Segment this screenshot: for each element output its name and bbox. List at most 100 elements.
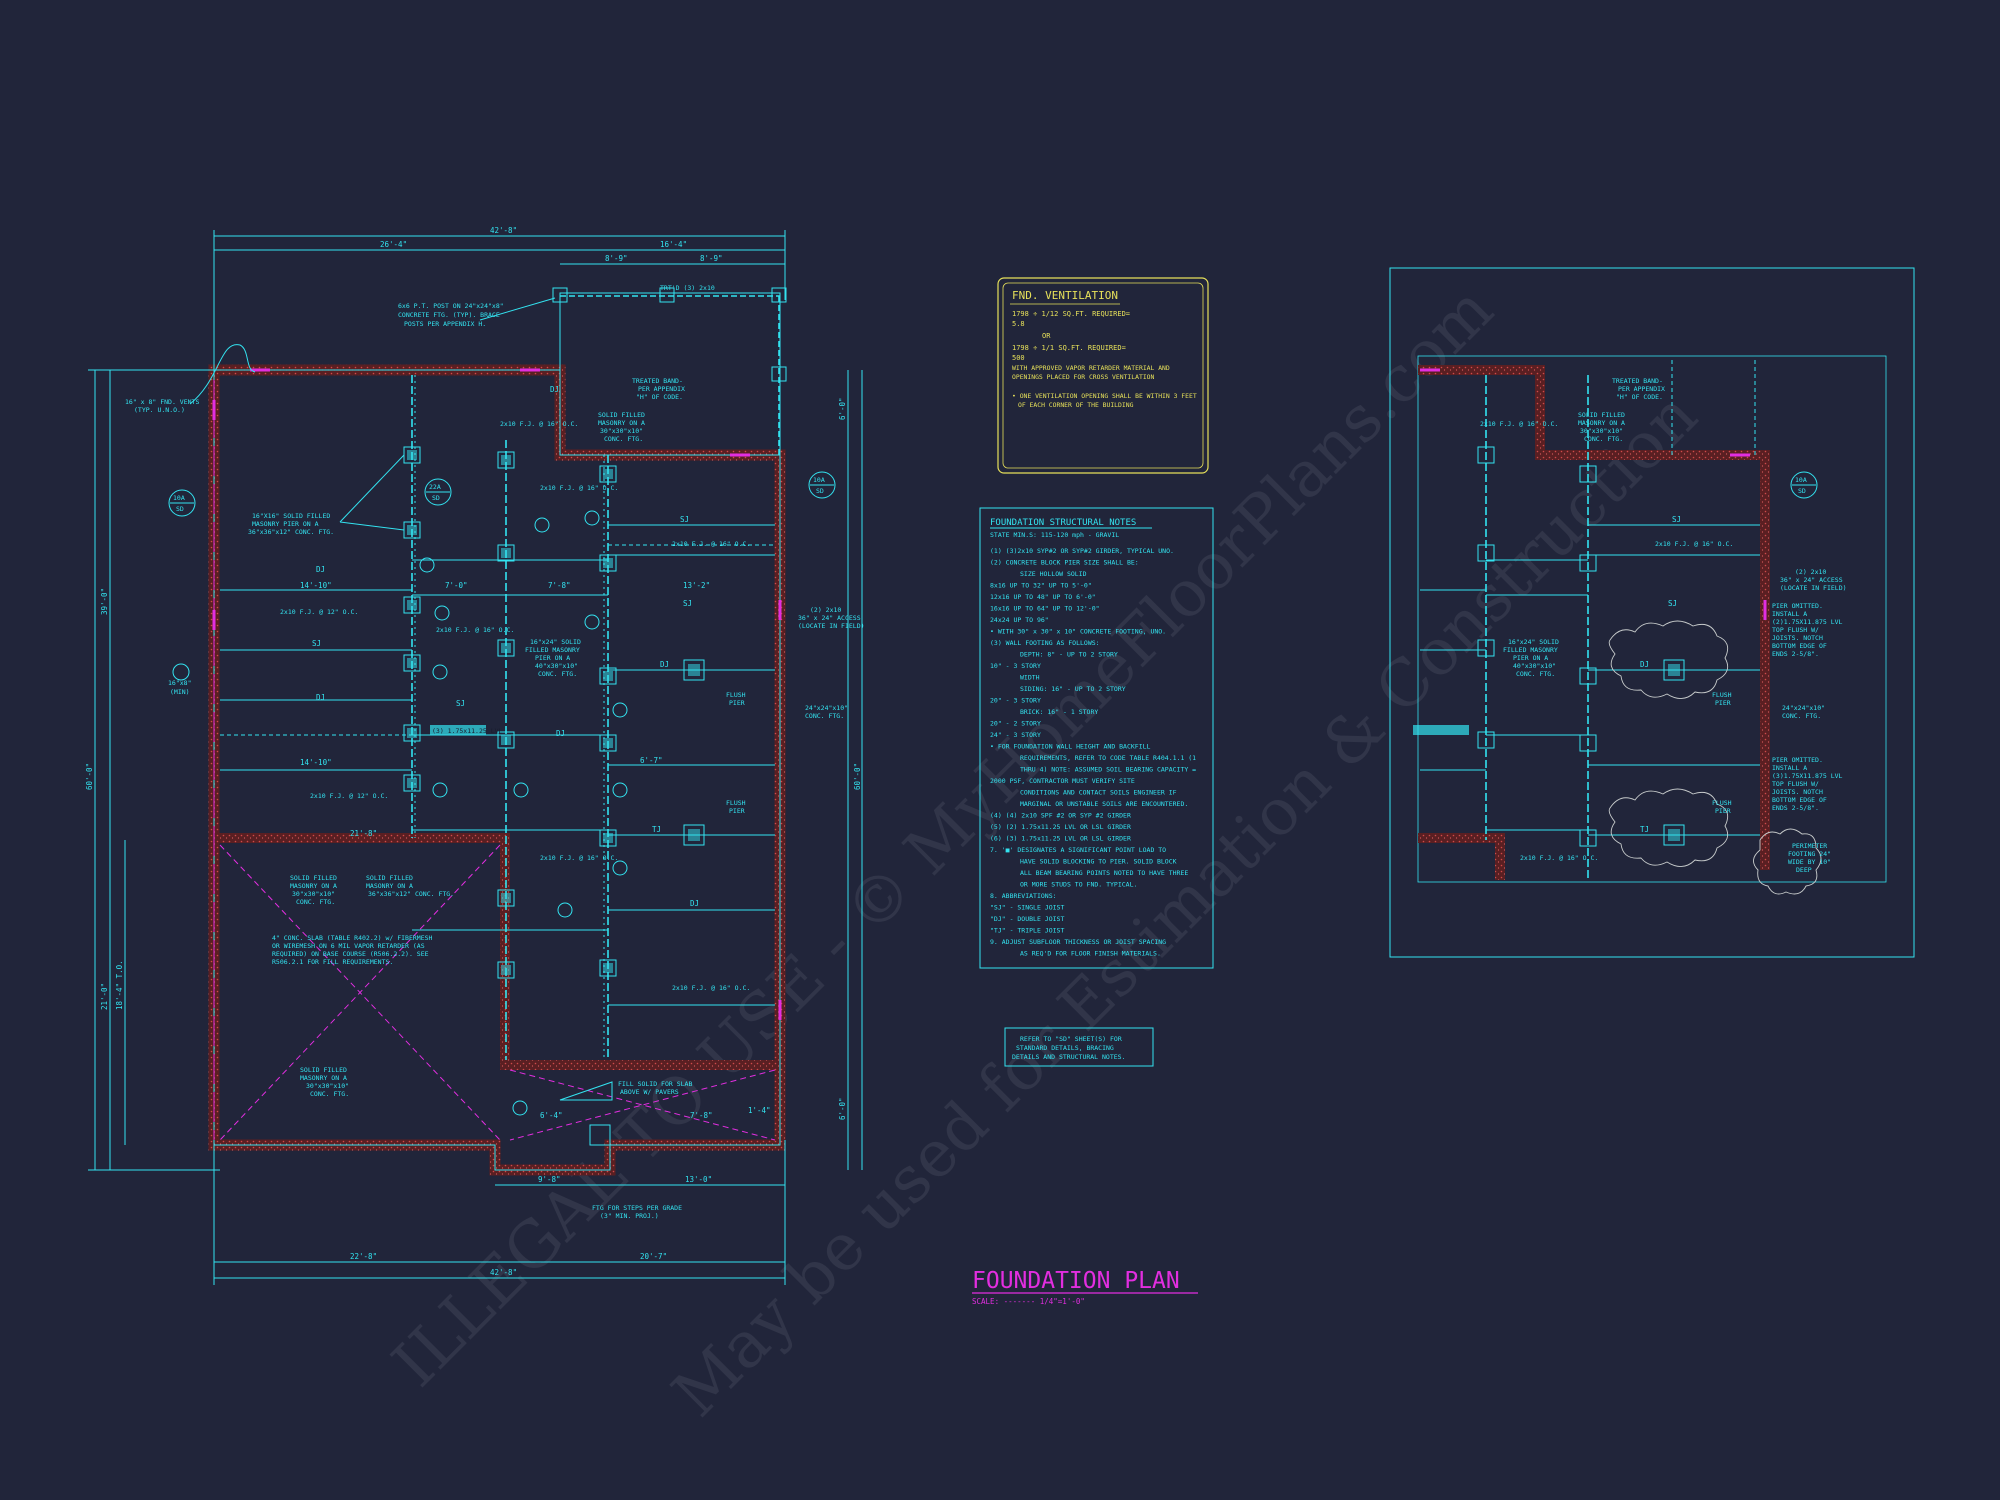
flush-pier-2-b: PIER xyxy=(729,807,745,815)
ventilation-box: FND. VENTILATION 1798 ÷ 1/12 SQ.FT. REQU… xyxy=(997,277,1209,474)
notes-line: 8x16 UP TO 32" UP TO 5'-0" xyxy=(990,582,1092,590)
tag-b-top: 22A xyxy=(429,483,441,491)
notes-line: • WITH 30" x 30" x 10" CONCRETE FOOTING,… xyxy=(990,628,1166,636)
detail-flush-2-a: FLUSH xyxy=(1712,799,1732,807)
post-note-1: 6x6 P.T. POST ON 24"x24"x8" xyxy=(398,302,504,310)
notes-line: (3) WALL FOOTING AS FOLLOWS: xyxy=(990,639,1100,647)
dim-inner-6: 6'-7" xyxy=(640,756,663,765)
notes-line: WIDTH xyxy=(1020,674,1040,682)
pier-30-bottom-2: MASONRY ON A xyxy=(300,1074,347,1082)
notes-line: 2000 PSF, CONTRACTOR MUST VERIFY SITE xyxy=(990,777,1135,785)
detail-tj: TJ xyxy=(1640,825,1649,834)
band-note-3: "H" OF CODE. xyxy=(636,393,683,401)
dim-bottom-mid: 13'-0" xyxy=(685,1175,712,1184)
post-note-2: CONCRETE FTG. (TYP). BRACE xyxy=(398,311,500,319)
detail-band-2: PER APPENDIX xyxy=(1618,385,1665,393)
detail-pier30-2: MASONRY ON A xyxy=(1578,419,1625,427)
po1-3: TOP FLUSH W/ xyxy=(1772,626,1819,634)
notes-line: HAVE SOLID BLOCKING TO PIER. SOLID BLOCK xyxy=(1020,858,1177,866)
min-note-1: 16"x8" xyxy=(168,679,191,687)
vent-line-9: OF EACH CORNER OF THE BUILDING xyxy=(1018,401,1134,409)
refer-line-3: DETAILS AND STRUCTURAL NOTES. xyxy=(1012,1053,1126,1061)
po2-4: JOISTS. NOTCH xyxy=(1772,788,1823,796)
notes-line: MARGINAL OR UNSTABLE SOILS ARE ENCOUNTER… xyxy=(1020,800,1188,808)
pier-16-note-2: MASONRY PIER ON A xyxy=(252,520,319,528)
tag-c-top: 10A xyxy=(813,476,825,484)
dj-label-2: DJ xyxy=(316,693,325,702)
sj-label-4: SJ xyxy=(456,699,465,708)
pier-center-1: 16"x24" SOLID xyxy=(530,638,581,646)
notes-line: CONDITIONS AND CONTACT SOILS ENGINEER IF xyxy=(1020,789,1177,797)
detail-flush-1-b: PIER xyxy=(1715,699,1731,707)
pier-30-left-3: 30"x30"x10" xyxy=(292,890,335,898)
access-1: (2) 2x10 xyxy=(810,606,841,614)
notes-line: (4) (4) 2x10 SPF #2 OR SYP #2 GIRDER xyxy=(990,812,1131,820)
refer-line-2: STANDARD DETAILS, BRACING xyxy=(1016,1044,1114,1052)
vent-line-5: 500 xyxy=(1012,354,1025,362)
detail-access-1: (2) 2x10 xyxy=(1795,568,1826,576)
po1-5: BOTTOM EDGE OF xyxy=(1772,642,1827,650)
notes-line: DEPTH: 8" - UP TO 2 STORY xyxy=(1020,651,1118,659)
pier-30-note-2: MASONRY ON A xyxy=(598,419,645,427)
po1-1: INSTALL A xyxy=(1772,610,1807,618)
vent-line-8: • ONE VENTILATION OPENING SHALL BE WITHI… xyxy=(1012,392,1197,400)
refer-line-1: REFER TO "SD" SHEET(S) FOR xyxy=(1020,1035,1122,1043)
notes-lines: (1) (3)2x10 SYP#2 OR SYP#2 GIRDER, TYPIC… xyxy=(990,547,1196,958)
dim-porch-a: 8'-9" xyxy=(605,254,628,263)
slab-3: REQUIRED) ON BASE COURSE (R506.2.2). SEE xyxy=(272,950,429,958)
pier-30-left-4: CONC. FTG. xyxy=(296,898,335,906)
perim-1: FOOTING 24" xyxy=(1788,850,1831,858)
dim-left-upper: 39'-0" xyxy=(100,588,109,615)
section-tags: 10A SD 22A SD 10A SD xyxy=(168,471,836,1116)
access-2: 36" x 24" ACCESS xyxy=(798,614,861,622)
pier-30-left-2: MASONRY ON A xyxy=(290,882,337,890)
pier-center-2: FILLED MASONRY xyxy=(525,646,580,654)
detail-fj-1: 2x10 F.J. @ 16" O.C. xyxy=(1655,540,1733,548)
notes-line: 16x16 UP TO 64" UP TO 12'-0" xyxy=(990,605,1100,613)
detail-ftg24-1: 24"x24"x10" xyxy=(1782,704,1825,712)
notes-line: 10" - 3 STORY xyxy=(990,662,1041,670)
dim-top-overall: 42'-8" xyxy=(490,226,517,235)
notes-line: THRU 4) NOTE: ASSUMED SOIL BEARING CAPAC… xyxy=(1020,766,1196,774)
vent-line-1: 1798 ÷ 1/12 SQ.FT. REQUIRED= xyxy=(1012,310,1130,318)
po1-6: ENDS 2-5/8". xyxy=(1772,650,1819,658)
detail-flush-1-a: FLUSH xyxy=(1712,691,1732,699)
detail-pier-center-5: CONC. FTG. xyxy=(1516,670,1555,678)
pier-center-4: 40"x30"x10" xyxy=(535,662,578,670)
fill-solid-1: FILL SOLID FOR SLAB xyxy=(618,1080,692,1088)
notes-title: FOUNDATION STRUCTURAL NOTES xyxy=(990,518,1136,528)
pier-30-note-3: 30"x30"x10" xyxy=(600,427,643,435)
dim-inner-7: 21'-8" xyxy=(350,829,377,838)
vent-line-3: OR xyxy=(1042,332,1051,340)
detail-pier30-3: 30"x30"x10" xyxy=(1580,427,1623,435)
dim-bottom-right: 20'-7" xyxy=(640,1252,667,1261)
pier-16-left-2: MASONRY ON A xyxy=(366,882,413,890)
detail-flush-2-b: PIER xyxy=(1715,807,1731,815)
watermark-line-2: May be used for Estimation & Constructio… xyxy=(659,379,1712,1432)
po2-0: PIER OMITTED. xyxy=(1772,756,1823,764)
notes-line: OR MORE STUDS TO FND. TYPICAL. xyxy=(1020,881,1137,889)
notes-line: SIZE HOLLOW SOLID xyxy=(1020,570,1087,578)
notes-line: 12x16 UP TO 48" UP TO 6'-0" xyxy=(990,593,1096,601)
dim-right-lower: 6'-0" xyxy=(838,1097,847,1120)
po2-6: ENDS 2-5/8". xyxy=(1772,804,1819,812)
dim-top-left: 26'-4" xyxy=(380,240,407,249)
slab-4: R506.2.1 FOR FILL REQUIREMENTS. xyxy=(272,958,393,966)
po1-0: PIER OMITTED. xyxy=(1772,602,1823,610)
pier-omitted-note-2: PIER OMITTED. INSTALL A (3)1.75X11.875 L… xyxy=(1772,756,1843,812)
po2-3: TOP FLUSH W/ xyxy=(1772,780,1819,788)
detail-plan: TREATED BAND- PER APPENDIX "H" OF CODE. … xyxy=(1389,267,1915,958)
pier-16-left-3: 36"x36"x12" CONC. FTG. xyxy=(368,890,454,898)
notes-line: SIDING: 16" - UP TO 2 STORY xyxy=(1020,685,1126,693)
detail-tag-bottom: SD xyxy=(1798,487,1806,495)
flush-pier-1-a: FLUSH xyxy=(726,691,746,699)
detail-pier-center-3: PIER ON A xyxy=(1513,654,1548,662)
main-foundation-plan: 42'-8" 26'-4" 16'-4" 8'-9" 8'-9" 42'-8" … xyxy=(85,226,865,1285)
detail-pier-center-2: FILLED MASONRY xyxy=(1503,646,1558,654)
refer-note-box: REFER TO "SD" SHEET(S) FOR STANDARD DETA… xyxy=(1004,1027,1154,1067)
vent-line-4: 1798 ÷ 1/1 SQ.FT. REQUIRED= xyxy=(1012,344,1126,352)
dimension-lines xyxy=(88,230,863,1285)
dim-inner-2: 14'-10" xyxy=(300,758,332,767)
notes-line: "SJ" - SINGLE JOIST xyxy=(990,904,1064,912)
pier-30-note-4: CONC. FTG. xyxy=(604,435,643,443)
